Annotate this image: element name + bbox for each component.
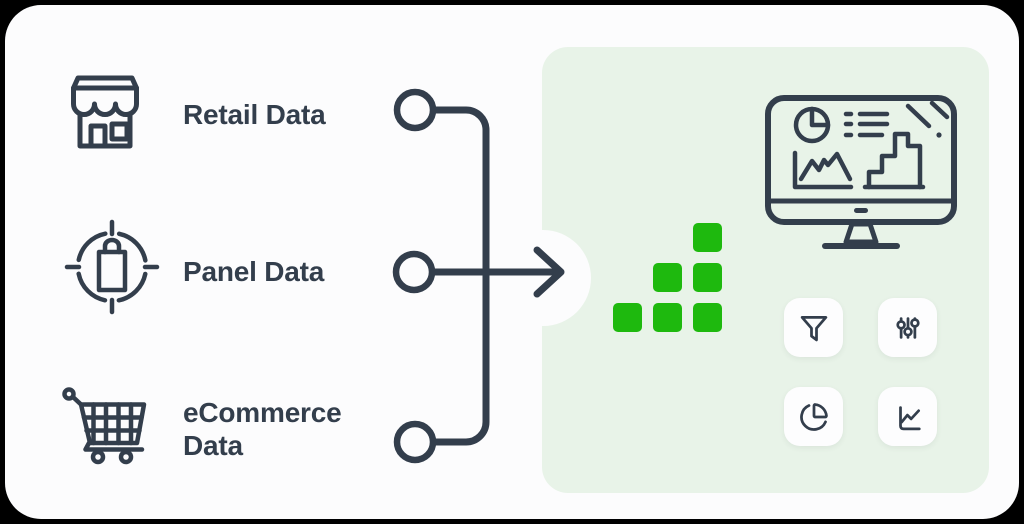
connector-node-ecommerce [393, 420, 437, 464]
sliders-icon [895, 316, 920, 339]
panel-notch [495, 230, 591, 326]
green-square [653, 303, 682, 332]
screen-bar-chart-icon [862, 131, 926, 190]
analytics-panel [495, 47, 989, 493]
tile-filter [784, 298, 843, 357]
monitor-stand [843, 221, 879, 245]
tile-sliders [878, 298, 937, 357]
empty-cell [613, 263, 642, 292]
source-label-panel: Panel Data [183, 256, 325, 287]
green-square [613, 303, 642, 332]
empty-cell [613, 223, 642, 252]
green-square [693, 303, 722, 332]
green-square [693, 223, 722, 252]
source-label-ecommerce: eCommerce Data [183, 397, 342, 461]
mosaic-squares [613, 223, 722, 332]
connector-branch-lines [429, 106, 490, 446]
pie-chart-icon [799, 402, 828, 431]
connector-node-retail [393, 88, 437, 132]
screen-pie-chart-icon [793, 106, 831, 144]
dashboard-monitor-icon [765, 95, 957, 249]
green-square [653, 263, 682, 292]
screen-list-icon [843, 111, 890, 138]
storefront-icon [71, 75, 139, 149]
tile-pie-chart [784, 387, 843, 446]
tile-line-chart [878, 387, 937, 446]
source-label-retail: Retail Data [183, 99, 326, 130]
line-chart-icon [898, 405, 921, 430]
card: Retail Data Panel Data eCommerce Data [5, 5, 1019, 519]
connector-node-panel [392, 250, 436, 294]
shopping-bag-target-icon [64, 219, 160, 315]
shopping-cart-icon [62, 387, 147, 465]
screen-line-chart-icon [792, 150, 854, 190]
monitor-bezel-dash [854, 208, 868, 213]
empty-cell [653, 223, 682, 252]
green-square [693, 263, 722, 292]
filter-icon [800, 315, 827, 341]
screen-reflection-icon [905, 100, 950, 138]
